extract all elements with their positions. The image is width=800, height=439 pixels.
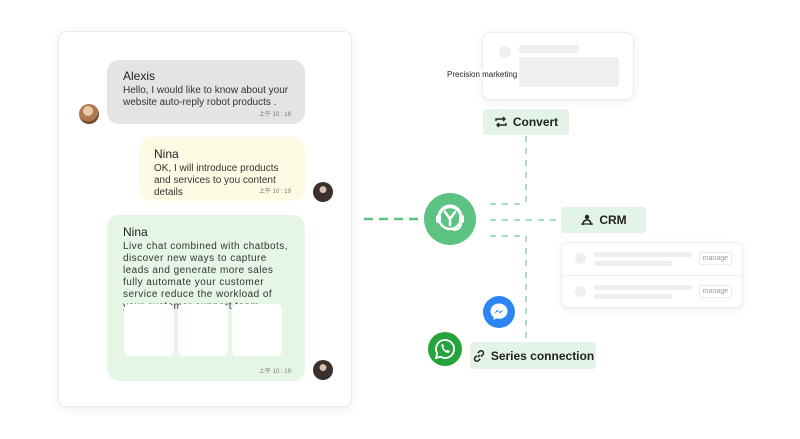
message-text: Live chat combined with chatbots, discov… <box>123 241 288 312</box>
whatsapp-icon[interactable] <box>428 332 462 366</box>
series-connection-label: Series connection <box>490 348 595 363</box>
convert-tag[interactable]: Convert <box>483 109 569 135</box>
message-bubble-nina-1: Nina OK, I will introduce products and s… <box>139 137 305 201</box>
crm-tag[interactable]: CRM <box>561 207 646 233</box>
sender-name: Nina <box>123 225 148 239</box>
placeholder-line <box>594 294 672 299</box>
list-item: manage <box>562 243 742 275</box>
list-item: manage <box>562 275 742 307</box>
manage-button[interactable]: manage <box>698 252 732 265</box>
message-time: 上午 10 : 19 <box>258 369 291 375</box>
crm-people-icon <box>581 214 594 226</box>
sender-name: Nina <box>154 147 179 161</box>
crm-label: CRM <box>599 213 627 227</box>
product-card[interactable] <box>232 304 282 356</box>
chat-panel: Alexis Hello, I would like to know about… <box>58 31 352 407</box>
precision-marketing-card <box>482 32 634 100</box>
precision-marketing-label: Precision marketing <box>445 70 520 79</box>
placeholder-line <box>519 45 579 53</box>
product-card[interactable] <box>178 304 228 356</box>
product-cards <box>124 304 282 356</box>
message-time: 上午 10 : 19 <box>258 189 291 195</box>
convert-label: Convert <box>512 115 559 129</box>
avatar-nina <box>313 360 333 380</box>
link-icon <box>473 349 484 362</box>
placeholder-block <box>519 57 619 87</box>
message-bubble-nina-2: Nina Live chat combined with chatbots, d… <box>107 215 305 381</box>
series-connection-tag[interactable]: Series connection <box>470 342 596 369</box>
message-text: OK, I will introduce products and servic… <box>154 163 279 198</box>
convert-arrows-icon <box>495 116 507 128</box>
messenger-icon[interactable] <box>483 296 515 328</box>
placeholder-avatar <box>575 286 586 297</box>
manage-button[interactable]: manage <box>698 285 732 298</box>
message-bubble-alexis: Alexis Hello, I would like to know about… <box>107 60 305 124</box>
crm-list-card: manage manage <box>561 242 743 308</box>
placeholder-avatar <box>575 253 586 264</box>
message-time: 上午 10 : 18 <box>258 112 291 118</box>
product-card[interactable] <box>124 304 174 356</box>
message-text: Hello, I would like to know about your w… <box>123 85 289 108</box>
sender-name: Alexis <box>123 69 156 83</box>
placeholder-line <box>594 252 692 257</box>
placeholder-avatar <box>499 46 511 58</box>
avatar-nina <box>313 182 333 202</box>
avatar-alexis <box>79 104 99 124</box>
placeholder-line <box>594 261 672 266</box>
placeholder-line <box>594 285 692 290</box>
headset-bot-icon <box>424 193 476 245</box>
